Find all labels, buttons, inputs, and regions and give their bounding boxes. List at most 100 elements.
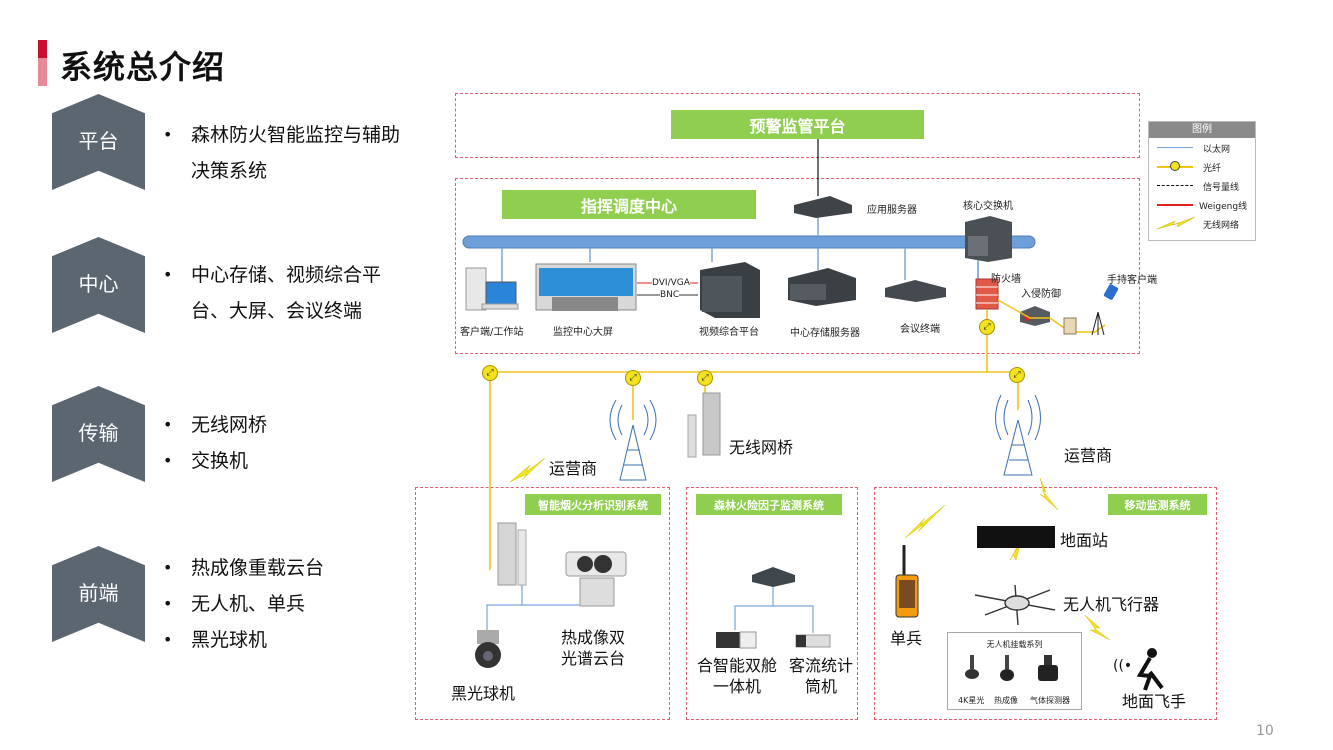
payload-box-title: 无人机挂载系列 [986,640,1043,649]
section-bullets-platform: 森林防火智能监控与辅助决策系统 [163,117,413,189]
core-switch-label: 核心交换机 [963,201,1013,212]
legend-title: 图例 [1149,122,1255,138]
wireless-bridge-label: 无线网桥 [729,438,794,457]
video-wall-label: 监控中心大屏 [553,327,613,338]
flow-count-camera-label: 客流统计筒机 [788,656,853,696]
wireless-bolts [509,457,1111,641]
black-light-dome-label: 黑光球机 [451,684,516,703]
ips-label: 入侵防御 [1021,289,1061,300]
bullet-item: 热成像重载云台 [163,550,413,586]
payload-item: 气体探测器 [1030,696,1070,705]
dual-cabin-camera-label: 合智能双舱一体机 [696,656,777,696]
handheld-client-label: 手持客户端 [1107,275,1157,286]
meeting-terminal-icon [885,280,946,302]
ethernet-frontend-links [486,585,814,633]
carrier-label-right: 运营商 [1064,446,1113,465]
fiber-node-icon: ⤢ [979,319,995,335]
subsystem-title: 移动监测系统 [1108,494,1207,515]
page-number: 10 [1256,723,1274,739]
subsystem-smoke-fire [415,487,670,720]
bullet-item: 中心存储、视频综合平台、大屏、会议终端 [163,257,413,329]
dvi-vga-label: DVI/VGA [652,278,690,288]
signal-line-icon [1157,185,1193,186]
thermal-gimbal-icon [1000,655,1014,683]
ground-pilot-label: 地面飞手 [1122,692,1187,711]
bridge-antenna-icon [497,522,527,586]
legend-label: 以太网 [1203,145,1231,155]
video-wall-icon [535,263,637,311]
workstation-label: 客户端/工作站 [460,327,524,338]
fiber-node-icon: ⤢ [1009,367,1025,383]
ground-pilot-icon: ((• [1113,648,1164,691]
fiber-node-icon [1170,161,1180,171]
section-tag-label: 传输 [78,420,119,445]
subsystem-mobile [874,487,1217,720]
gateway-icon [1063,317,1077,335]
ethernet-line-icon [1157,147,1193,148]
ethernet-bus [462,235,1036,249]
payload-box: 无人机挂载系列 4K星光 热成像 气体探测器 [947,632,1082,710]
ips-icon [1020,306,1050,326]
carrier-label-left: 运营商 [549,459,598,478]
section-bullets-transmission: 无线网桥 交换机 [163,407,413,479]
bullet-item: 无线网桥 [163,407,413,443]
payload-item: 4K星光 [958,696,985,705]
bullet-camera-icon [795,634,831,648]
bullet-item: 交换机 [163,443,413,479]
fiber-dmz [997,299,1106,333]
command-center-label: 指挥调度中心 [502,190,756,219]
legend: 图例 以太网 光纤 信号量线 Weigeng线 无线网络 [1148,121,1256,241]
section-tag-label: 平台 [78,128,119,153]
legend-item-signal: 信号量线 [1149,176,1255,195]
individual-soldier-icon [895,545,919,618]
storage-server-label: 中心存储服务器 [790,328,860,339]
legend-item-fiber: 光纤 [1149,157,1255,176]
meeting-terminal-label: 会议终端 [900,324,940,335]
gas-detector-icon [1038,655,1058,683]
legend-item-weigeng: Weigeng线 [1149,195,1255,214]
workstation-icon [465,267,519,311]
bullet-item: 黑光球机 [163,622,413,658]
access-switch-icon [752,567,795,587]
thermal-ptz-label: 热成像双光谱云台 [561,628,626,668]
section-tag-center: 中心 [52,237,145,333]
payload-item: 热成像 [994,696,1018,705]
title-accent-bar [38,40,47,58]
ground-station-label: 地面站 [1060,531,1109,550]
firewall-icon [975,278,999,310]
legend-item-ethernet: 以太网 [1149,138,1255,157]
firewall-label: 防火墙 [991,274,1021,285]
fiber-node-icon: ⤢ [482,365,498,381]
ips-star-icon: ★ [1022,311,1033,325]
section-tag-label: 前端 [78,580,119,605]
tower-icon-left [609,399,657,481]
starlight-4k-gimbal-icon [965,655,979,683]
app-server-label: 应用服务器 [867,205,917,216]
thermal-ptz-camera-icon [565,551,627,607]
legend-label: 光纤 [1203,164,1222,174]
subsystem-title: 智能烟火分析识别系统 [525,494,661,515]
bnc-label: BNC [660,290,680,300]
black-light-dome-icon [475,630,501,668]
section-tag-label: 中心 [78,271,119,296]
wireless-bridge-icon [687,392,721,458]
core-switch-icon [965,216,1012,262]
bullet-item: 无人机、单兵 [163,586,413,622]
page-title: 系统总介绍 [60,48,226,86]
section-bullets-frontend: 热成像重载云台 无人机、单兵 黑光球机 [163,550,413,658]
ground-station-icon [977,526,1055,548]
storage-server-icon [788,268,856,306]
legend-label: 无线网络 [1203,221,1240,231]
legend-item-wireless: 无线网络 [1149,214,1255,233]
legend-label: Weigeng线 [1199,202,1248,212]
drone-icon [974,584,1056,626]
wireless-bolt-icon [1156,216,1196,230]
video-platform-icon [700,262,760,318]
legend-label: 信号量线 [1203,183,1240,193]
video-platform-label: 视频综合平台 [699,327,759,338]
fiber-node-icon: ⤢ [697,370,713,386]
title-accent-bar-light [38,58,47,86]
section-bullets-center: 中心存储、视频综合平台、大屏、会议终端 [163,257,413,329]
platform-zone [455,93,1140,158]
